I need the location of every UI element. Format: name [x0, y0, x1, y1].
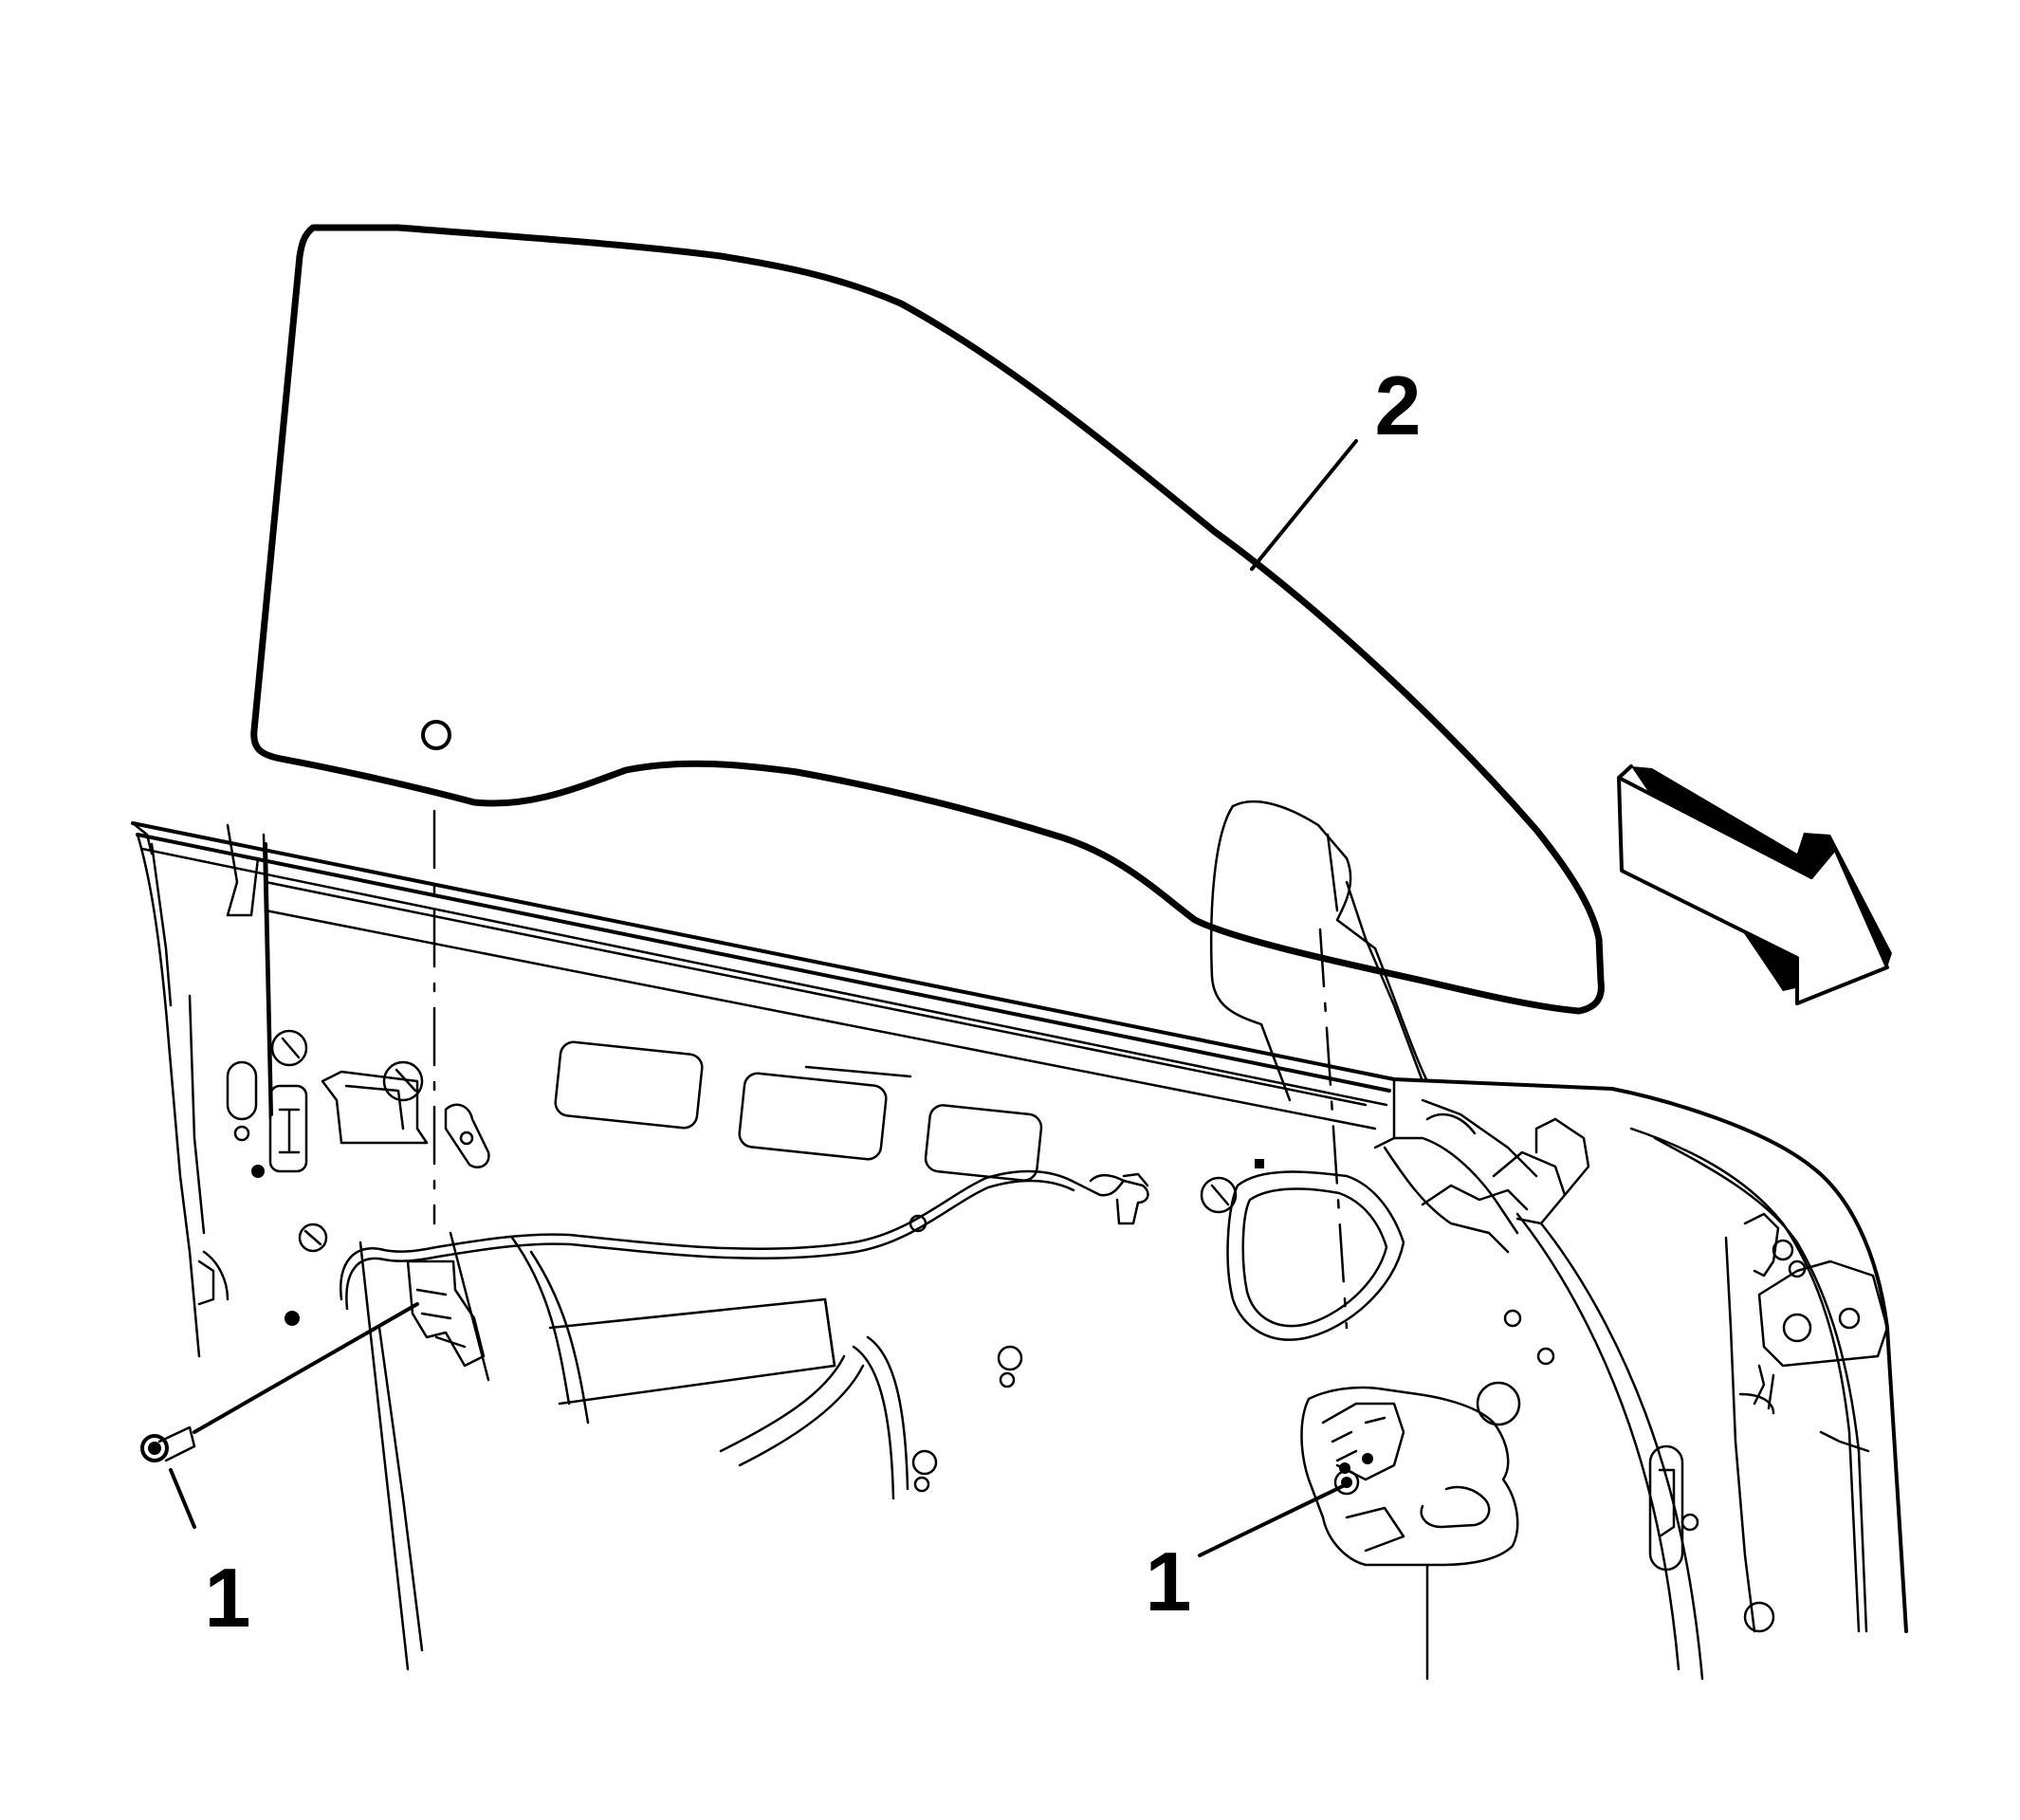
alignment-lines: [432, 809, 1429, 1681]
leader-glass: [1250, 439, 1358, 571]
inner-door-panel: [136, 823, 1043, 1358]
rear-run-channel: [1209, 800, 1429, 1341]
callout-bolt-left: 1: [205, 1551, 251, 1645]
callout-bolt-right: 1: [1146, 1535, 1192, 1628]
leader-bolt-left-label: [169, 1468, 196, 1529]
front-of-vehicle-arrow-icon: [1617, 764, 1892, 1005]
leader-lines: [169, 439, 1358, 1557]
glass-hole: [421, 720, 451, 750]
bolt-left: [140, 1425, 196, 1462]
regulator-cable: [339, 1159, 1264, 1671]
leader-bolt-left: [193, 1302, 419, 1434]
door-hinge: [1724, 1212, 1889, 1633]
callout-window-glass: 2: [1375, 358, 1422, 452]
door-belt-rail: [131, 821, 1908, 1633]
leader-bolt-right: [1198, 1482, 1349, 1557]
window-glass-outline: [250, 224, 1605, 1015]
lower-glass-bracket: [1300, 1386, 1519, 1567]
door-pillar: [1383, 1098, 1868, 1681]
